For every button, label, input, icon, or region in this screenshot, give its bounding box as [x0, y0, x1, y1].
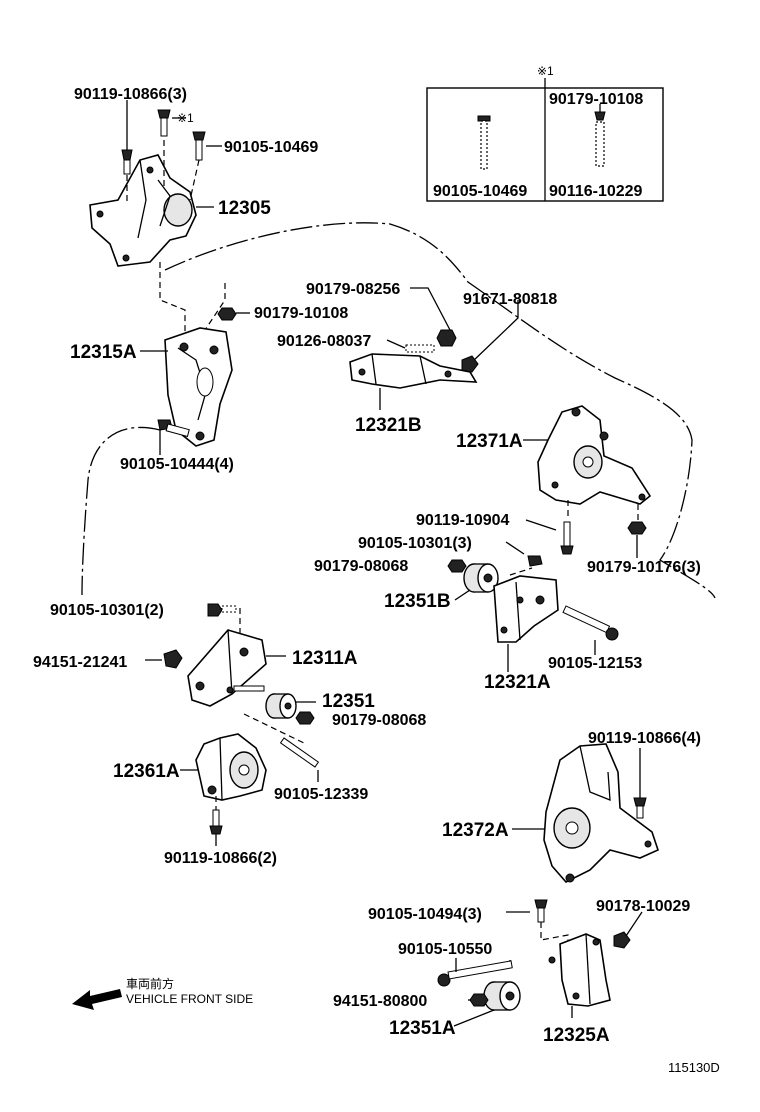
engine-mount-part [537, 405, 652, 505]
label-12372A: 12372A [442, 820, 509, 841]
label-90179-10176-3: 90179-10176(3) [587, 559, 701, 576]
label-12321B: 12321B [355, 415, 422, 436]
bolt-icon [192, 131, 206, 161]
mount-12305-group [89, 100, 226, 340]
label-marker-1: ※1 [177, 111, 194, 125]
bolt-icon [279, 737, 320, 768]
engine-bracket-part [164, 327, 233, 447]
mount-12325A-group [437, 899, 643, 1027]
mount-12372A-group [512, 743, 659, 883]
bolt-icon [207, 603, 237, 617]
label-12371A: 12371A [456, 431, 523, 452]
nut-icon [469, 993, 489, 1007]
stud-icon [405, 344, 435, 353]
bracket-12315A-group [140, 307, 250, 455]
label-90105-10444-4: 90105-10444(4) [120, 456, 234, 473]
label-12351: 12351 [322, 691, 375, 712]
label-90179-08068-b: 90179-08068 [332, 712, 426, 729]
label-90119-10866-4: 90119-10866(4) [588, 730, 701, 747]
nut-icon [295, 711, 315, 725]
label-94151-21241: 94151-21241 [33, 654, 127, 671]
inset-left-label: 90105-10469 [433, 183, 527, 200]
label-90179-08068-a: 90179-08068 [314, 558, 408, 575]
inset-marker: ※1 [537, 64, 554, 78]
engine-mount-part [195, 733, 267, 801]
legend-english: VEHICLE FRONT SIDE [126, 992, 253, 1006]
mount-12321A-group [447, 541, 619, 672]
bracket-part [349, 353, 478, 389]
bracket-12321B-group [349, 287, 519, 410]
bushing-part [463, 563, 499, 593]
bolt-icon [534, 899, 548, 923]
bolt-icon [163, 649, 183, 669]
label-90105-10301-3: 90105-10301(3) [358, 535, 472, 552]
stud-icon [594, 104, 606, 167]
legend-japanese: 車両前方 [126, 976, 174, 991]
label-12351B: 12351B [384, 591, 451, 612]
bolt-icon [157, 419, 190, 438]
bracket-part [493, 575, 559, 643]
label-12361A: 12361A [113, 761, 180, 782]
vehicle-front-legend: 車両前方 VEHICLE FRONT SIDE [72, 976, 253, 1010]
inset-right-bottom-label: 90116-10229 [549, 183, 643, 200]
bolt-icon [477, 115, 491, 170]
bolt-icon [233, 685, 265, 692]
label-90105-10469: 90105-10469 [224, 139, 318, 156]
part-labels: 90119-10866(3) ※1 90105-10469 12305 9017… [33, 86, 701, 1046]
label-12351A: 12351A [389, 1018, 456, 1039]
label-90126-08037: 90126-08037 [277, 333, 371, 350]
bushing-part [265, 693, 297, 719]
label-91671-80818: 91671-80818 [463, 291, 557, 308]
nut-icon [436, 329, 457, 347]
mount-12371A-group [523, 405, 652, 558]
label-12305: 12305 [218, 198, 271, 219]
label-90179-08256: 90179-08256 [306, 281, 400, 298]
label-90119-10904: 90119-10904 [416, 512, 510, 529]
label-12325A: 12325A [543, 1025, 610, 1046]
label-90105-10494-3: 90105-10494(3) [368, 906, 482, 923]
front-arrow-icon [72, 989, 122, 1010]
engine-outline [81, 222, 716, 599]
engine-mount-part [543, 743, 659, 883]
mount-12361A-group [180, 733, 320, 846]
label-90179-10108: 90179-10108 [254, 305, 348, 322]
bolt-icon [437, 960, 513, 987]
mount-12311A-group [145, 603, 316, 745]
label-90119-10866-3: 90119-10866(3) [74, 86, 187, 103]
bolt-icon [633, 797, 647, 819]
label-90105-10301-2: 90105-10301(2) [50, 602, 164, 619]
bolt-icon [527, 555, 543, 567]
engine-mount-part [89, 154, 197, 267]
label-12321A: 12321A [484, 672, 551, 693]
bracket-part [187, 629, 267, 707]
nut-icon [217, 307, 237, 321]
label-90119-10866-2: 90119-10866(2) [164, 850, 277, 867]
bolt-icon [209, 809, 223, 835]
bolt-icon [562, 605, 619, 641]
figure-id: 115130D [668, 1060, 720, 1075]
label-90105-12339: 90105-12339 [274, 786, 368, 803]
bracket-part [548, 933, 611, 1007]
label-90178-10029: 90178-10029 [596, 898, 690, 915]
label-90105-12153: 90105-12153 [548, 655, 642, 672]
nut-icon [627, 521, 647, 535]
bolt-icon [560, 521, 574, 555]
bolt-icon [121, 149, 133, 175]
bushing-part [483, 981, 521, 1011]
nut-icon [447, 559, 467, 573]
label-12311A: 12311A [292, 648, 358, 669]
label-12315A: 12315A [70, 342, 137, 363]
label-94151-80800: 94151-80800 [333, 993, 427, 1010]
bolt-icon [157, 109, 171, 137]
label-90105-10550: 90105-10550 [398, 941, 492, 958]
inset-box: ※1 90105-10469 90179-10108 90116-10229 [426, 64, 664, 202]
inset-right-top-label: 90179-10108 [549, 91, 643, 108]
